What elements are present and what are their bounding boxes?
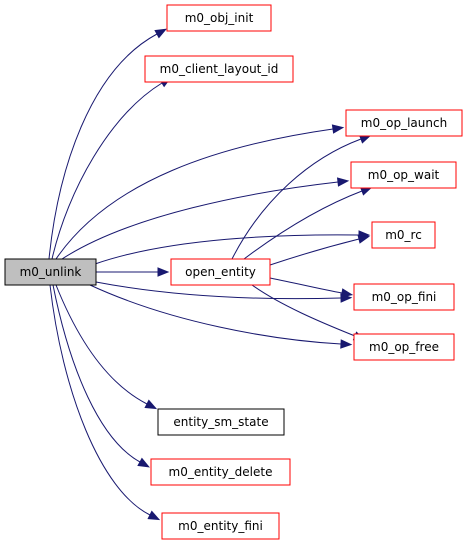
node-box (170, 258, 271, 286)
node-m0-client-layout-id[interactable]: m0_client_layout_id (144, 55, 294, 83)
edge-line (89, 284, 342, 345)
edge-line (269, 238, 360, 266)
node-label: m0_entity_fini (178, 519, 263, 533)
node-label: m0_op_fini (372, 290, 437, 304)
edge-m0_unlink-to-m0_client_layout_id (51, 77, 172, 260)
node-label: m0_op_wait (368, 168, 440, 182)
edge-line (51, 82, 163, 260)
arrowhead-icon (137, 457, 150, 468)
node-box (166, 4, 272, 32)
edge-line (52, 284, 141, 463)
node-box (353, 283, 455, 311)
node-open-entity[interactable]: open_entity (170, 258, 271, 286)
node-m0-entity-fini[interactable]: m0_entity_fini (161, 512, 280, 540)
node-entity-sm-state[interactable]: entity_sm_state (157, 408, 285, 436)
edge-line (94, 234, 360, 265)
node-box (353, 333, 455, 361)
node-m0-rc[interactable]: m0_rc (371, 221, 436, 249)
node-box (345, 109, 463, 137)
edge-open_entity-to-m0_rc (269, 234, 371, 266)
edge-m0_unlink-to-m0_entity_delete (52, 284, 150, 468)
node-m0-op-wait[interactable]: m0_op_wait (350, 161, 457, 189)
edge-open_entity-to-m0_op_launch (231, 134, 372, 260)
arrowhead-icon (154, 28, 167, 39)
node-box (144, 55, 294, 83)
node-label: m0_client_layout_id (160, 62, 279, 76)
edge-line (251, 284, 356, 337)
arrowhead-icon (144, 399, 158, 410)
node-box (350, 161, 457, 189)
node-box (161, 512, 280, 540)
arrowhead-icon (147, 510, 161, 521)
node-label: open_entity (185, 265, 256, 279)
edge-m0_unlink-to-m0_op_free (89, 284, 353, 349)
node-m0-op-free[interactable]: m0_op_free (353, 333, 455, 361)
node-m0-obj-init[interactable]: m0_obj_init (166, 4, 272, 32)
edge-open_entity-to-m0_op_wait (243, 186, 373, 260)
node-label: entity_sm_state (173, 415, 268, 429)
arrowhead-icon (340, 339, 353, 349)
node-label: m0_op_free (369, 340, 439, 354)
edge-m0_unlink-to-entity_sm_state (55, 284, 158, 410)
node-label: m0_rc (385, 228, 422, 242)
edge-line (55, 128, 334, 260)
edge-m0_unlink-to-open_entity (96, 267, 170, 277)
node-m0-op-fini[interactable]: m0_op_fini (353, 283, 455, 311)
node-box (4, 258, 97, 286)
node-m0-unlink: m0_unlink (4, 258, 97, 286)
arrowhead-icon (331, 124, 345, 134)
edge-m0_unlink-to-m0_op_wait (61, 177, 350, 260)
edge-line (49, 284, 151, 516)
node-box (371, 221, 436, 249)
node-label: m0_op_launch (361, 116, 447, 130)
node-m0-op-launch[interactable]: m0_op_launch (345, 109, 463, 137)
edge-m0_unlink-to-m0_obj_init (48, 28, 167, 260)
node-layer: m0_unlink m0_obj_init m0_client_layout_idm… (4, 4, 463, 540)
edge-line (231, 138, 362, 260)
node-m0-entity-delete[interactable]: m0_entity_delete (150, 458, 291, 486)
edge-line (243, 190, 363, 260)
edge-line (61, 181, 339, 260)
edge-line (48, 33, 158, 260)
arrowhead-icon (157, 267, 170, 277)
node-label: m0_entity_delete (169, 465, 273, 479)
edge-m0_unlink-to-m0_entity_fini (49, 284, 161, 521)
node-label: m0_obj_init (185, 11, 254, 25)
edge-layer (48, 28, 373, 521)
arrowhead-icon (340, 288, 354, 298)
edge-line (55, 284, 148, 405)
edge-line (269, 277, 343, 294)
node-label: m0_unlink (20, 265, 82, 279)
edge-line (95, 281, 342, 300)
edge-open_entity-to-m0_op_fini (269, 277, 354, 298)
arrowhead-icon (357, 234, 371, 244)
arrowhead-icon (336, 177, 350, 187)
node-box (157, 408, 285, 436)
node-box (150, 458, 291, 486)
edge-m0_unlink-to-m0_op_launch (55, 124, 345, 260)
